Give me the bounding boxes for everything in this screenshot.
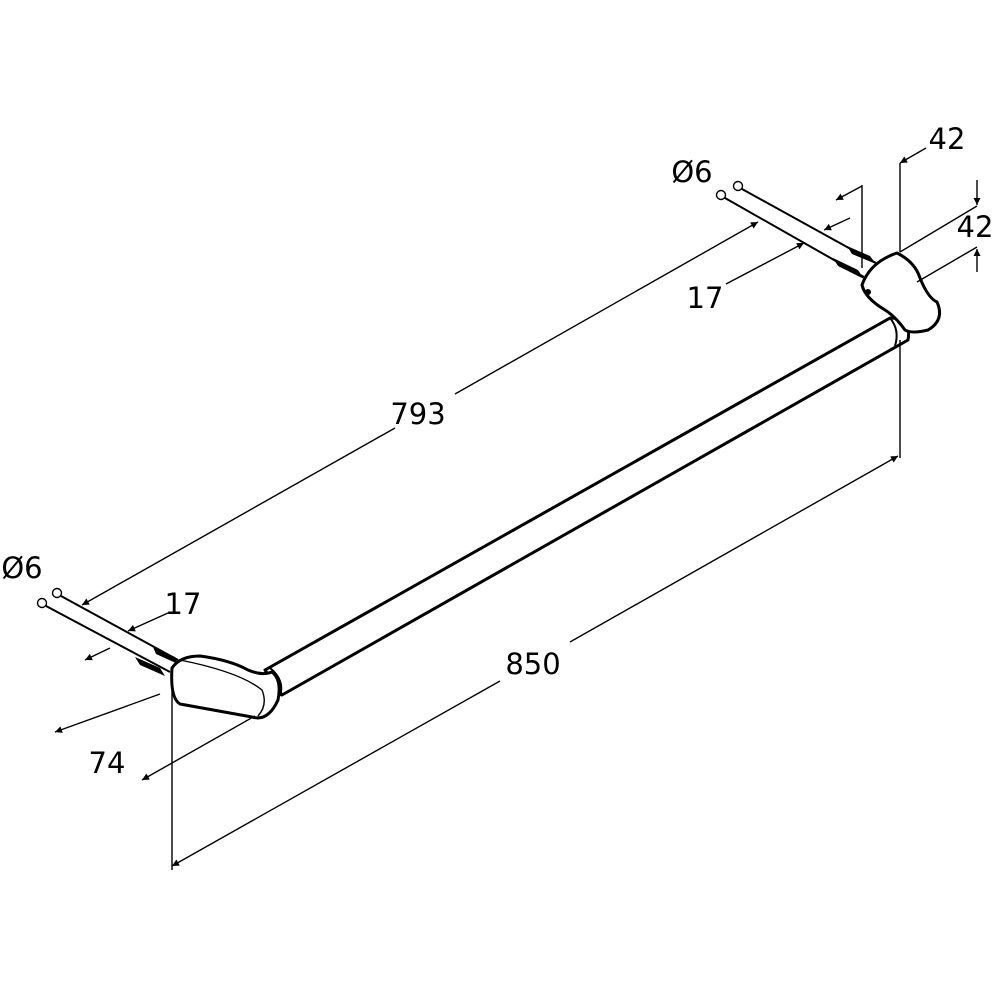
left-mounting-pins xyxy=(36,587,179,676)
dimension-label-42-side: 42 xyxy=(957,210,994,244)
dimension-label-793: 793 xyxy=(390,397,445,431)
dimension-label-42-top: 42 xyxy=(929,122,966,156)
rail-bar xyxy=(263,316,911,697)
dimension-74: 74 xyxy=(54,693,256,781)
pin-diameter-label-right: Ø6 xyxy=(671,155,712,189)
dimension-label-17-right: 17 xyxy=(687,281,724,315)
dimension-label-850: 850 xyxy=(505,647,560,681)
right-mounting-pins xyxy=(715,180,877,279)
dimension-793: 793 xyxy=(81,221,759,606)
dimension-label-74: 74 xyxy=(89,746,126,780)
dimension-42-top: 42 xyxy=(835,122,966,268)
pin-diameter-label-left: Ø6 xyxy=(1,551,42,585)
dimension-label-17-left: 17 xyxy=(165,587,202,621)
right-bracket xyxy=(860,251,941,334)
left-bracket xyxy=(170,654,281,720)
dimension-850: 850 xyxy=(171,340,901,870)
dimension-17-left: 17 xyxy=(84,587,202,661)
dimension-42-side: 42 xyxy=(899,180,994,283)
dimension-17-right: 17 xyxy=(687,217,851,315)
